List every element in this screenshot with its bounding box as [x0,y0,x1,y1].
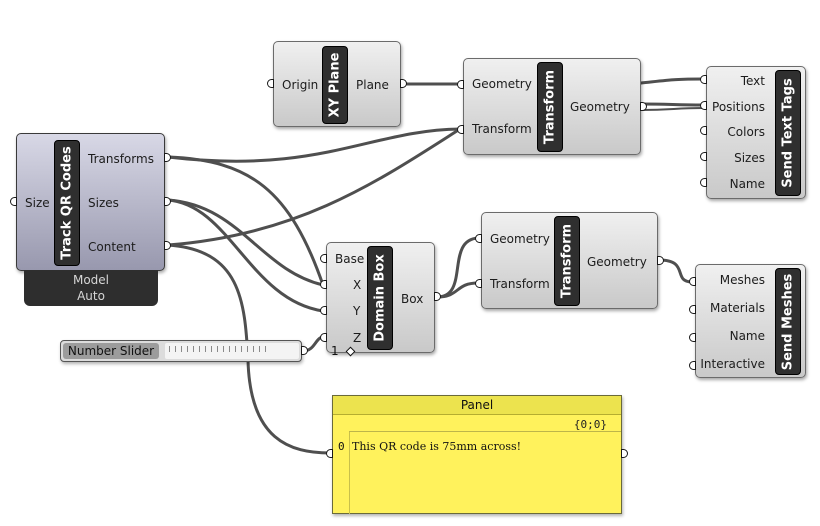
wire-sizes-to-domainbox-y [166,198,325,313]
wire-box-to-transform-transform [435,281,480,299]
x-input-label: X [353,278,362,292]
slider-output-port[interactable] [301,346,308,355]
track-qr-codes-title: Track QR Codes [54,140,80,266]
track-qr-codes-node[interactable]: Track QR Codes Size Transforms Sizes Con… [16,133,165,271]
geometry-output-label: Geometry [570,100,630,114]
domain-box-node[interactable]: Domain Box Base X Y Z Box [326,242,435,353]
wire-sizes-to-domainbox-x [166,198,325,287]
transform-bottom-title: Transform [554,216,580,306]
slider-ticks [169,346,269,352]
name-input-label: Name [729,177,765,191]
transform-bottom-node[interactable]: Transform Geometry Transform Geometry [481,212,658,309]
send-meshes-node[interactable]: Send Meshes Meshes Materials Name Intera… [695,264,806,378]
wire-transforms-to-transform [166,127,462,163]
panel-gutter [349,432,350,514]
x-input-port[interactable] [320,280,327,289]
wire-geometry-to-positions [639,102,705,107]
transform-input-label: Transform [490,277,550,291]
input-size-label: Size [25,196,50,210]
positions-input-port[interactable] [700,101,707,110]
send-text-tags-node[interactable]: Send Text Tags Text Positions Colors Siz… [706,66,806,199]
wire-transforms-to-domainbox-x [166,155,325,287]
sizes-output-port[interactable] [164,197,171,206]
transform-top-node[interactable]: Transform Geometry Transform Geometry [463,58,641,155]
output-content-label: Content [88,240,136,254]
panel-output-port[interactable] [621,449,628,458]
panel-path: {0;0} [573,418,607,431]
transforms-output-port[interactable] [164,153,171,162]
panel-input-port[interactable] [326,449,333,458]
meshes-input-label: Meshes [719,273,765,287]
domain-box-title: Domain Box [367,246,393,350]
content-output-port[interactable] [164,241,171,250]
mode-line-auto: Auto [77,289,105,303]
name-input-label: Name [729,329,765,343]
box-output-port[interactable] [434,292,441,301]
text-input-label: Text [740,74,765,88]
geometry-input-label: Geometry [490,232,550,246]
sizes-input-port[interactable] [700,152,707,161]
name-input-port[interactable] [689,333,696,342]
materials-input-port[interactable] [689,305,696,314]
wire-geometry-to-meshes [657,258,694,284]
colors-input-label: Colors [727,125,765,139]
panel-index: 0 [338,440,345,453]
geometry-input-label: Geometry [472,77,532,91]
output-transforms-label: Transforms [88,152,154,166]
geometry-output-label: Geometry [587,255,647,269]
slider-value: 1 [331,344,339,358]
name-input-port[interactable] [700,178,707,187]
send-text-tags-title: Send Text Tags [775,70,801,196]
transform-top-title: Transform [537,62,563,152]
slider-name: Number Slider [63,343,159,359]
panel-node[interactable]: Panel {0;0} 0 This QR code is 75mm acros… [332,395,622,514]
positions-input-label: Positions [712,100,765,114]
xy-plane-node[interactable]: XY Plane Origin Plane [273,41,401,127]
meshes-input-port[interactable] [689,277,696,286]
number-slider[interactable]: Number Slider 1 [60,340,356,362]
base-input-port[interactable] [320,254,327,263]
text-input-port[interactable] [700,75,707,84]
z-input-label: Z [353,331,362,345]
transform-top-geometry-port[interactable] [457,80,464,89]
origin-label: Origin [282,78,319,92]
xy-plane-title: XY Plane [322,46,348,124]
sizes-input-label: Sizes [734,151,765,165]
plane-output-port[interactable] [400,79,407,88]
output-sizes-label: Sizes [88,196,119,210]
colors-input-port[interactable] [700,126,707,135]
materials-input-label: Materials [709,301,765,315]
transform-top-transform-port[interactable] [457,125,464,134]
transform-bottom-geometry-port[interactable] [475,234,482,243]
transform-bottom-transform-port[interactable] [475,279,482,288]
origin-input-port[interactable] [267,79,274,88]
send-meshes-title: Send Meshes [775,268,801,375]
plane-label: Plane [356,78,389,92]
panel-path-row [349,415,621,432]
size-input-port[interactable] [10,197,17,206]
wire-content-to-transform [166,127,462,247]
transform-bottom-output-port[interactable] [657,256,664,265]
transform-input-label: Transform [472,122,532,136]
panel-title: Panel [333,396,621,415]
z-input-port[interactable] [320,333,327,342]
mode-line-model: Model [72,273,110,287]
mode-label: Model Auto [24,270,158,306]
wire-geometry-to-positions-b [640,107,704,111]
interactive-input-port[interactable] [689,361,696,370]
transform-top-output-port[interactable] [640,102,647,111]
y-input-label: Y [353,304,361,318]
interactive-input-label: Interactive [700,357,765,371]
wire-geometry-to-text [639,77,705,85]
box-output-label: Box [401,292,424,306]
panel-text: This QR code is 75mm across! [352,440,522,453]
base-input-label: Base [335,252,365,266]
y-input-port[interactable] [320,306,327,315]
